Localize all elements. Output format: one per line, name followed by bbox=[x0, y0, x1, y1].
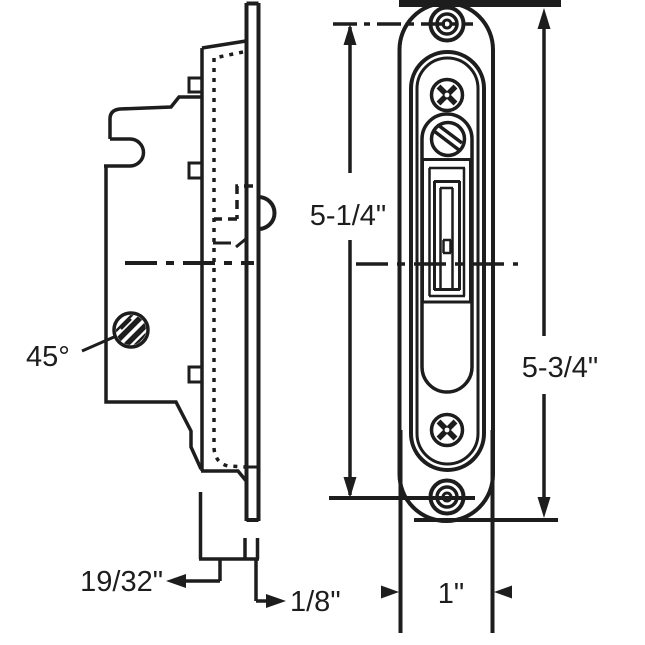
arrow-right-icon bbox=[381, 585, 399, 599]
side-view bbox=[81, 1, 277, 522]
arrow-right-icon bbox=[266, 594, 286, 608]
dimension-1-8: 1/8" bbox=[254, 559, 341, 618]
dimension-1-inch: 1" bbox=[381, 430, 512, 633]
latch-bolt bbox=[421, 158, 472, 304]
arrow-down-icon bbox=[537, 497, 551, 518]
dimension-label-1-inch: 1" bbox=[438, 578, 464, 610]
dimension-5-1-4: 5-1/4" bbox=[310, 24, 475, 500]
recess-oval-outer bbox=[409, 50, 486, 472]
phillips-screw-upper bbox=[429, 77, 465, 113]
slotted-screw bbox=[429, 120, 467, 158]
knurled-screw-45deg bbox=[112, 311, 150, 349]
latch-cartridge-hidden bbox=[214, 184, 253, 221]
dimension-label-1-8: 1/8" bbox=[290, 586, 341, 618]
arrow-left-icon bbox=[494, 585, 512, 599]
dimension-label-5-1-4: 5-1/4" bbox=[310, 200, 386, 232]
hidden-lines bbox=[212, 50, 253, 469]
arrow-down-icon bbox=[343, 477, 357, 498]
dimension-label-19-32: 19/32" bbox=[80, 566, 163, 598]
dimension-5-3-4: 5-3/4" bbox=[399, 0, 598, 522]
dimension-label-5-3-4: 5-3/4" bbox=[522, 352, 598, 384]
mount-tab-upper bbox=[187, 76, 202, 94]
arrow-up-icon bbox=[537, 8, 551, 29]
lock-housing-outline bbox=[104, 39, 249, 484]
dimension-19-32: 19/32" bbox=[80, 492, 260, 598]
arrow-left-icon bbox=[166, 574, 186, 588]
angle-leader-line bbox=[81, 335, 115, 353]
dimension-label-45deg: 45° bbox=[26, 341, 70, 373]
recess-oval-inner bbox=[415, 56, 480, 466]
front-view bbox=[333, 1, 518, 523]
latch-tip-bump bbox=[258, 195, 277, 231]
mount-tab-lower bbox=[187, 365, 202, 384]
mount-tab-middle bbox=[187, 161, 202, 180]
phillips-screw-lower bbox=[429, 412, 465, 448]
arrow-up-icon bbox=[343, 24, 357, 45]
